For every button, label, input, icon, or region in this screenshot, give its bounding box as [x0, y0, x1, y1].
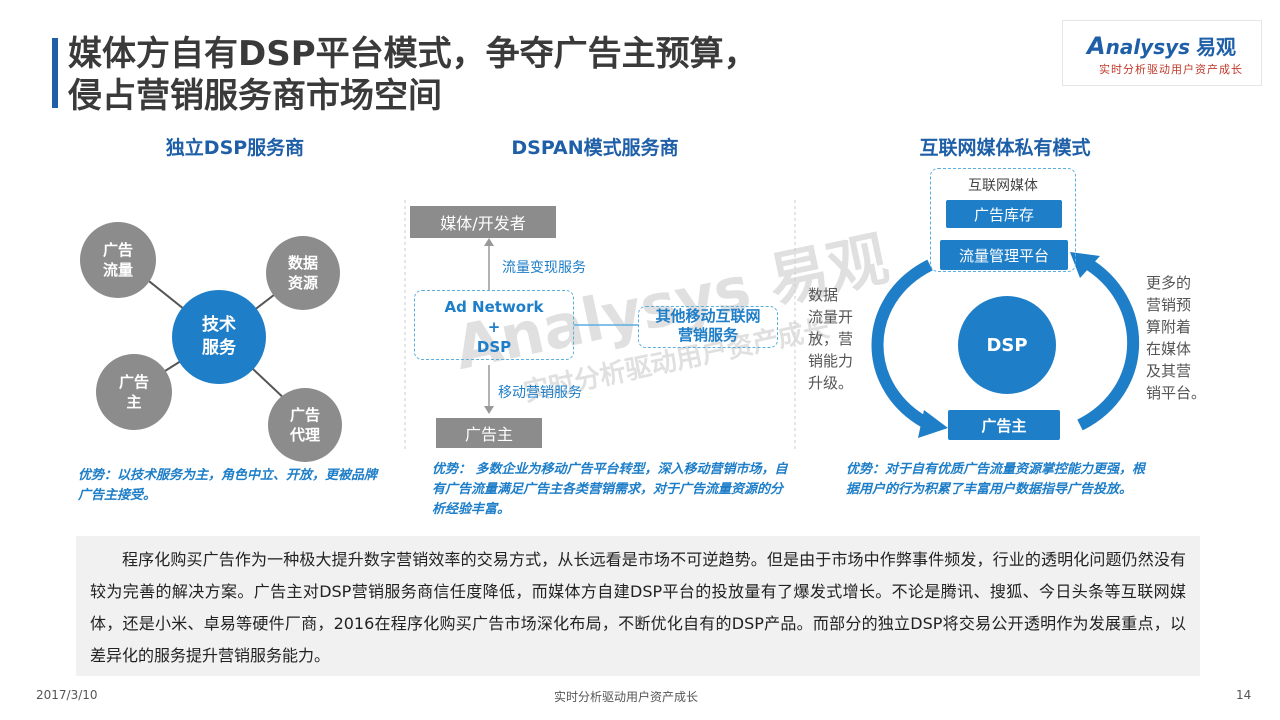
summary-paragraph: 程序化购买广告作为一种极大提升数字营销效率的交易方式，从长远看是市场不可逆趋势。…	[76, 536, 1200, 676]
footer-date: 2017/3/10	[36, 688, 98, 702]
right-curve-head	[1070, 252, 1100, 278]
col2-heading: DSPAN模式服务商	[511, 137, 679, 159]
col3-heading: 互联网媒体私有模式	[919, 137, 1091, 159]
col2-advantage: 优势： 多数企业为移动广告平台转型，深入移动营销市场，自有广告流量满足广告主各类…	[432, 462, 788, 517]
footer-page-number: 14	[1236, 688, 1252, 702]
arrow-up-head	[484, 238, 494, 246]
node-ad-traffic: 广告 流量	[80, 222, 156, 298]
ad-inventory-box: 广告库存	[946, 200, 1062, 228]
page-title: 媒体方自有DSP平台模式，争夺广告主预算， 侵占营销服务商市场空间	[68, 33, 758, 117]
logo-slogan: 实时分析驱动用户资产成长	[1099, 63, 1243, 76]
mobile-marketing-label: 移动营销服务	[498, 385, 582, 401]
node-tech-service: 技术 服务	[172, 290, 266, 384]
col1-heading: 独立DSP服务商	[165, 137, 305, 159]
adnetwork-dsp-box: Ad Network + DSP	[414, 290, 574, 360]
adnetwork-dsp-label: Ad Network + DSP	[444, 298, 544, 356]
traffic-monetization-label: 流量变现服务	[502, 260, 586, 276]
traffic-platform-box: 流量管理平台	[940, 240, 1068, 270]
other-mobile-services-label: 其他移动互联网 营销服务	[655, 307, 761, 344]
right-curve-arrow	[1077, 256, 1140, 431]
dsp-circle: DSP	[958, 296, 1056, 394]
internet-media-title: 互联网媒体	[968, 178, 1038, 194]
title-accent-bar	[52, 38, 58, 108]
title-line-2: 侵占营销服务商市场空间	[68, 76, 442, 116]
col3-advantage: 优势：对于自有优质广告流量资源掌控能力更强，根据用户的行为积累了丰富用户数据指导…	[846, 462, 1146, 497]
left-curve-arrow	[871, 259, 933, 431]
left-curve-head	[918, 410, 948, 438]
logo-brand-cn: 易观	[1196, 35, 1237, 59]
node-ad-agency: 广告 代理	[268, 388, 342, 462]
col3-advertiser-box: 广告主	[948, 410, 1060, 440]
media-developer-box: 媒体/开发者	[410, 206, 556, 238]
title-line-1: 媒体方自有DSP平台模式，争夺广告主预算，	[68, 34, 758, 74]
internet-media-box: 互联网媒体	[930, 168, 1076, 272]
logo-brand-text: nalysys	[1105, 35, 1191, 59]
node-advertiser: 广告 主	[96, 354, 172, 430]
arrow-down-head	[484, 406, 494, 414]
left-note: 数据 流量开 放，营 销能力 升级。	[808, 286, 854, 392]
footer-slogan: 实时分析驱动用户资产成长	[554, 690, 699, 704]
col1-advantage: 优势：以技术服务为主，角色中立、开放，更被品牌广告主接受。	[78, 468, 378, 503]
logo-a-glyph: A	[1087, 32, 1106, 60]
right-note: 更多的 营销预 算附着 在媒体 及其营 销平台。	[1146, 274, 1207, 402]
other-mobile-services-box: 其他移动互联网 营销服务	[638, 306, 778, 348]
advertiser-box: 广告主	[436, 418, 542, 448]
node-data-resource: 数据 资源	[266, 236, 340, 310]
